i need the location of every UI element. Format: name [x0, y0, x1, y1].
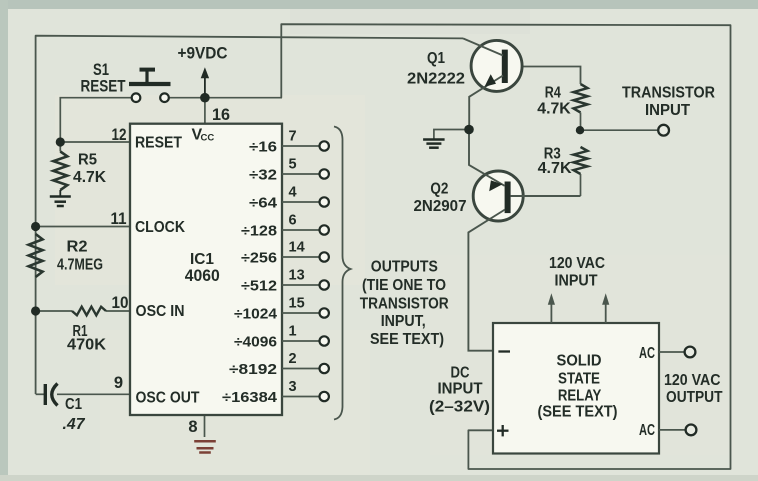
- svg-text:INPUT,: INPUT,: [381, 313, 426, 330]
- svg-text:OSC OUT: OSC OUT: [136, 390, 200, 407]
- svg-text:4.7K: 4.7K: [538, 160, 572, 177]
- svg-text:DC: DC: [451, 365, 470, 382]
- svg-text:10: 10: [112, 294, 129, 312]
- svg-text:÷16: ÷16: [249, 139, 277, 156]
- svg-text:1: 1: [289, 324, 297, 340]
- svg-text:11: 11: [111, 210, 127, 228]
- svg-text:R4: R4: [545, 85, 561, 102]
- svg-text:CLOCK: CLOCK: [135, 219, 185, 236]
- svg-text:R3: R3: [544, 146, 561, 163]
- svg-text:TRANSISTOR: TRANSISTOR: [360, 295, 449, 312]
- svg-text:Q1: Q1: [427, 50, 445, 67]
- svg-text:C1: C1: [65, 396, 82, 413]
- svg-text:2N2907: 2N2907: [414, 198, 467, 215]
- svg-text:RESET: RESET: [135, 135, 182, 152]
- svg-text:RELAY: RELAY: [558, 388, 602, 405]
- svg-text:13: 13: [289, 268, 305, 284]
- svg-text:5: 5: [289, 157, 297, 173]
- svg-text:SOLID: SOLID: [557, 353, 602, 370]
- svg-text:.47: .47: [63, 416, 86, 433]
- svg-text:÷32: ÷32: [249, 167, 277, 184]
- svg-text:4: 4: [289, 185, 297, 201]
- svg-text:3: 3: [289, 379, 297, 395]
- svg-text:(TIE ONE TO: (TIE ONE TO: [362, 277, 446, 294]
- svg-text:IC1: IC1: [190, 251, 214, 268]
- svg-text:V: V: [192, 127, 203, 144]
- svg-text:STATE: STATE: [558, 371, 600, 388]
- svg-text:12: 12: [112, 126, 127, 144]
- svg-text:Q2: Q2: [430, 181, 448, 198]
- svg-text:÷16384: ÷16384: [222, 389, 278, 406]
- svg-text:÷64: ÷64: [249, 195, 278, 212]
- svg-text:AC: AC: [639, 422, 655, 439]
- svg-text:÷4096: ÷4096: [234, 334, 277, 351]
- svg-text:R5: R5: [78, 152, 97, 169]
- svg-text:÷256: ÷256: [241, 250, 277, 267]
- svg-text:TRANSISTOR: TRANSISTOR: [622, 85, 715, 102]
- svg-text:470K: 470K: [67, 337, 106, 354]
- svg-text:÷1024: ÷1024: [234, 306, 278, 323]
- svg-text:7: 7: [289, 129, 297, 145]
- svg-text:6: 6: [289, 213, 297, 229]
- svg-text:OSC IN: OSC IN: [136, 303, 185, 320]
- svg-text:4.7K: 4.7K: [73, 169, 106, 186]
- svg-text:CC: CC: [201, 133, 215, 144]
- svg-text:+9VDC: +9VDC: [178, 44, 228, 63]
- svg-text:INPUT: INPUT: [645, 102, 690, 119]
- svg-text:14: 14: [289, 240, 305, 256]
- svg-text:4060: 4060: [185, 267, 220, 285]
- svg-text:2N2222: 2N2222: [407, 71, 465, 88]
- svg-text:÷128: ÷128: [241, 223, 277, 240]
- svg-text:INPUT: INPUT: [555, 273, 598, 290]
- svg-text:4.7MEG: 4.7MEG: [57, 257, 103, 274]
- svg-text:AC: AC: [639, 345, 655, 362]
- svg-text:4.7K: 4.7K: [537, 101, 571, 118]
- svg-text:2: 2: [289, 351, 297, 367]
- svg-text:S1: S1: [93, 61, 109, 79]
- svg-text:120 VAC: 120 VAC: [664, 372, 721, 389]
- svg-text:120 VAC: 120 VAC: [549, 255, 605, 272]
- svg-text:÷512: ÷512: [241, 278, 277, 295]
- svg-text:OUTPUT: OUTPUT: [666, 389, 723, 406]
- svg-text:8: 8: [188, 418, 197, 436]
- svg-text:(SEE TEXT): (SEE TEXT): [538, 404, 618, 421]
- svg-text:15: 15: [289, 296, 305, 312]
- svg-text:SEE TEXT): SEE TEXT): [370, 331, 444, 348]
- svg-text:OUTPUTS: OUTPUTS: [371, 259, 438, 276]
- svg-text:R2: R2: [67, 239, 88, 256]
- svg-text:9: 9: [114, 374, 123, 392]
- svg-text:÷8192: ÷8192: [229, 361, 277, 378]
- svg-text:R1: R1: [73, 323, 88, 340]
- svg-text:16: 16: [212, 106, 230, 124]
- svg-text:INPUT: INPUT: [438, 381, 483, 398]
- svg-text:(2–32V): (2–32V): [429, 399, 490, 416]
- svg-text:RESET: RESET: [81, 78, 126, 96]
